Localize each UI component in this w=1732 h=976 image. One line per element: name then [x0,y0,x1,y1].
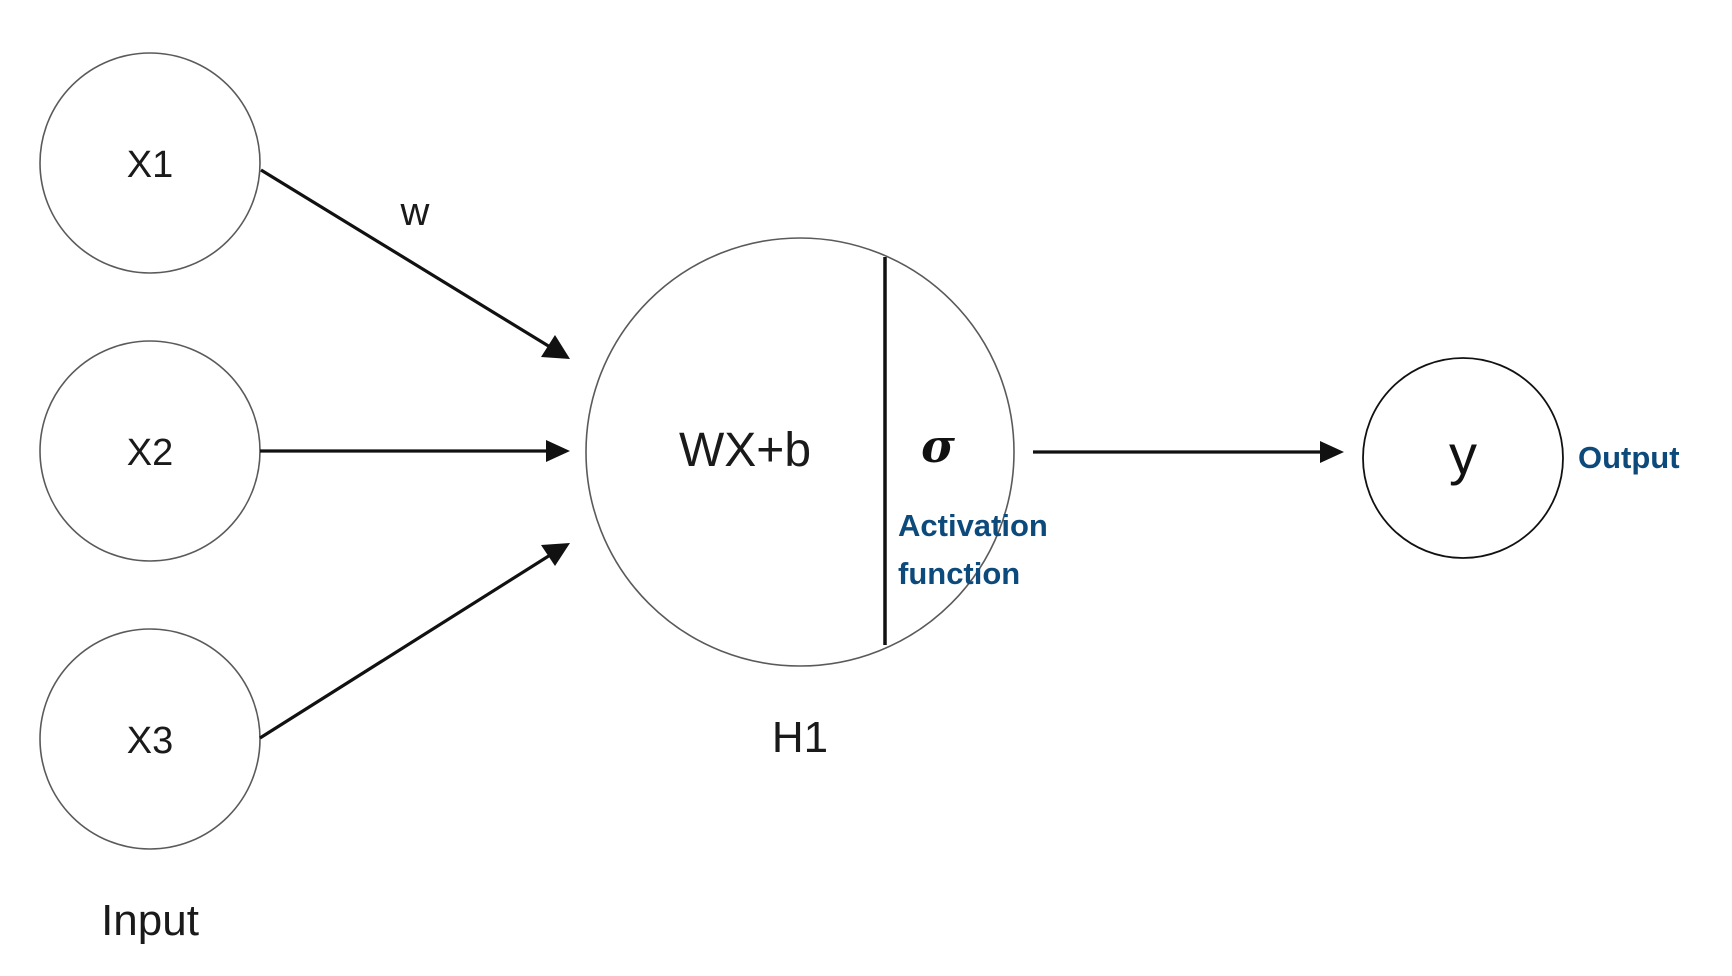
input-node-x1: X1 [39,52,261,274]
input-node-x2: X2 [39,340,261,562]
output-node-label: y [1449,423,1477,486]
arrowhead-output [1320,441,1344,463]
input-node-x1-label: X1 [127,144,173,186]
output-caption: Output [1578,440,1680,475]
activation-label-line2: function [898,556,1020,591]
output-node-y: y [1362,357,1564,559]
activation-label-line1: Activation [898,508,1048,543]
input-caption: Input [101,896,199,945]
hidden-node-h1: WX+b σ [585,237,1015,667]
arrowhead-x3 [541,543,570,566]
edge-x3-to-h1 [259,550,556,740]
arrowhead-x1 [541,335,570,359]
linear-function-label: WX+b [679,424,811,477]
hidden-caption: H1 [772,713,828,762]
edge-x1-to-h1 [260,168,556,352]
input-node-x2-label: X2 [127,432,173,474]
input-node-x3-label: X3 [127,720,173,762]
weight-label: w [400,190,430,234]
arrowhead-x2 [546,440,570,462]
sigma-symbol: σ [921,419,955,473]
input-node-x3: X3 [39,628,261,850]
